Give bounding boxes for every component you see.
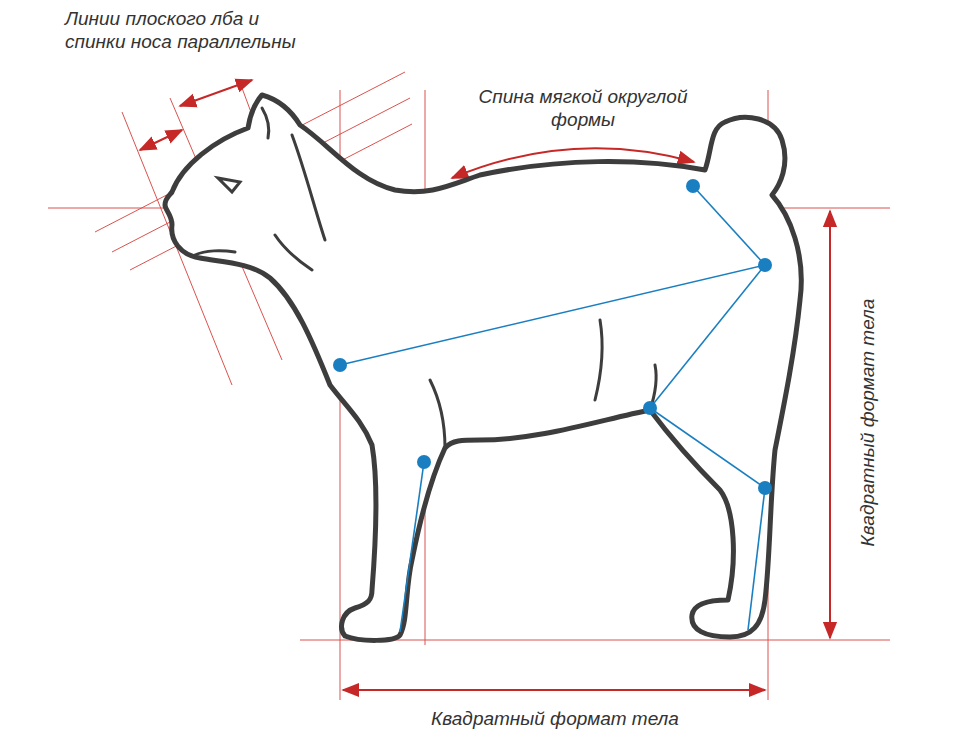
length-dimension: Квадратный формат тела bbox=[428, 706, 682, 731]
back-shape-note: Спина мягкой округлой формы bbox=[470, 84, 696, 132]
joint-dots bbox=[333, 179, 772, 495]
skeleton-lines bbox=[340, 186, 765, 632]
cat-outline bbox=[165, 95, 801, 640]
cat-details bbox=[195, 108, 656, 448]
guide-lines bbox=[48, 72, 890, 700]
dimension-arrows bbox=[140, 80, 830, 690]
parallel-lines-note: Линии плоского лба и спинки носа паралле… bbox=[62, 6, 300, 54]
height-dimension: Квадратный формат тела bbox=[855, 295, 880, 549]
